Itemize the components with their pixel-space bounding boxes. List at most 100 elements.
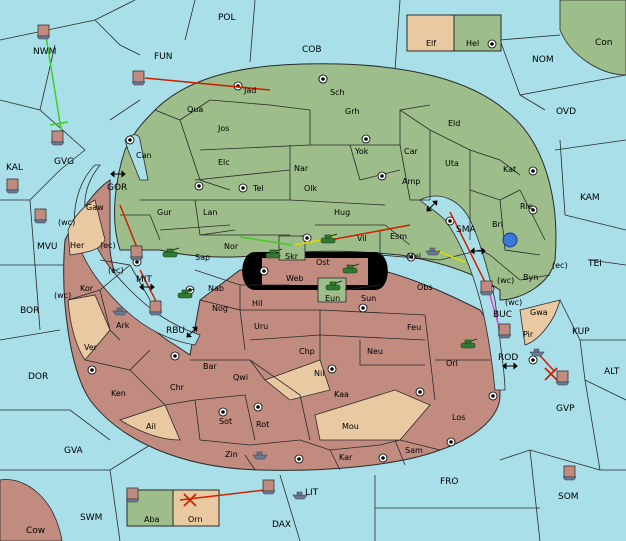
army-tank-icon[interactable] <box>320 233 338 244</box>
fleet-ship-icon[interactable] <box>425 247 441 256</box>
supply-center-icon <box>488 391 498 401</box>
label-tei: TEI <box>587 259 602 269</box>
army-tank-icon[interactable] <box>162 247 180 258</box>
label-gur: Gur <box>157 208 172 217</box>
unit-box-icon[interactable] <box>497 323 512 339</box>
supply-center-icon <box>294 454 304 464</box>
label-lan: Lan <box>203 208 217 217</box>
supply-center-icon <box>218 407 228 417</box>
order-arrow <box>144 77 271 91</box>
coast-tag: (wc) <box>497 276 514 285</box>
label-pir: Pir <box>523 330 534 339</box>
region-ver[interactable] <box>67 294 111 361</box>
fleet-ship-icon[interactable] <box>112 307 128 316</box>
label-jos: Jos <box>217 124 229 133</box>
unit-box-icon[interactable] <box>555 370 570 386</box>
supply-center-icon <box>233 81 243 91</box>
region-mou[interactable] <box>314 389 431 441</box>
units <box>5 24 577 503</box>
army-tank-icon[interactable] <box>342 263 360 274</box>
label-olk: Olk <box>304 184 318 193</box>
convoy-double-arrow-icon <box>470 247 486 255</box>
label-byn: Byn <box>523 273 538 282</box>
unit-box-icon[interactable] <box>36 24 51 40</box>
label-tel: Tel <box>252 184 264 193</box>
label-kar: Kar <box>339 453 353 462</box>
label-esm: Esm <box>390 232 407 241</box>
unit-box-icon[interactable] <box>125 487 140 503</box>
unit-box-icon[interactable] <box>261 479 276 495</box>
label-sma: SMA <box>456 225 476 235</box>
label-uru: Uru <box>254 322 268 331</box>
supply-center-icon <box>259 266 269 276</box>
unit-box-icon[interactable] <box>479 280 494 296</box>
label-rie: Rie <box>520 202 533 211</box>
skr-box[interactable] <box>278 235 306 261</box>
supply-center-icon <box>406 252 416 262</box>
unit-box-icon[interactable] <box>5 178 20 194</box>
coast-tag: (wc) <box>505 298 522 307</box>
cancel-x-icon <box>183 493 197 507</box>
label-feu: Feu <box>407 323 421 332</box>
unit-box-icon[interactable] <box>50 130 65 146</box>
order-arrow <box>449 211 489 289</box>
region-nil[interactable] <box>264 359 331 401</box>
label-som: SOM <box>558 492 579 502</box>
cancel-marks <box>183 367 558 507</box>
fleet-ship-icon[interactable] <box>292 491 308 500</box>
label-cob: COB <box>302 45 322 55</box>
label-can: Can <box>136 151 152 160</box>
supply-center-icon <box>194 181 204 191</box>
army-tank-icon[interactable] <box>460 338 478 349</box>
label-kor: Kor <box>80 284 94 293</box>
label-nwm: NWM <box>33 47 56 57</box>
order-arrow <box>239 236 293 246</box>
region-elf[interactable] <box>406 14 455 52</box>
fleet-marker[interactable] <box>502 232 518 248</box>
label-elf: Elf <box>426 39 436 48</box>
unit-box-icon[interactable] <box>131 70 146 86</box>
continent-green <box>114 63 557 301</box>
supply-center-icon <box>446 437 456 447</box>
region-ail[interactable] <box>119 404 181 441</box>
unit-box-icon[interactable] <box>562 465 577 481</box>
region-gwa[interactable] <box>519 299 561 346</box>
label-nil: Nil <box>314 369 324 378</box>
label-yok: Yok <box>354 147 369 156</box>
label-mvu: MVU <box>37 242 58 252</box>
coast-tag: (ec) <box>552 261 568 270</box>
unit-box-icon[interactable] <box>129 245 144 261</box>
label-nog: Nog <box>212 304 228 313</box>
label-amp: Amp <box>402 177 420 186</box>
cancel-x-icon <box>544 367 558 381</box>
army-tank-icon[interactable] <box>265 248 283 259</box>
army-tank-icon[interactable] <box>177 288 195 299</box>
unit-box-icon[interactable] <box>33 208 48 224</box>
fleet-ship-icon[interactable] <box>252 451 268 460</box>
label-sun: Sun <box>361 294 376 303</box>
supply-center-icon <box>253 402 263 412</box>
supply-center-icon <box>528 205 538 215</box>
coast-tag: (wc) <box>54 291 71 300</box>
coast-tag: (ec) <box>100 241 116 250</box>
label-rbu: RBU <box>166 326 185 336</box>
order-arrows <box>44 29 556 501</box>
label-bar: Bar <box>203 362 217 371</box>
label-skr: Skr <box>285 252 299 261</box>
army-tank-icon[interactable] <box>325 280 343 291</box>
label-hug: Hug <box>334 208 350 217</box>
region-her[interactable] <box>67 199 106 256</box>
label-fun: FUN <box>154 52 173 62</box>
supply-center-icon <box>378 453 388 463</box>
label-qwi: Qwi <box>233 373 248 382</box>
label-ark: Ark <box>116 321 130 330</box>
label-kup: KUP <box>572 327 590 337</box>
supply-center-icon <box>377 171 387 181</box>
label-hil: Hil <box>252 299 262 308</box>
unit-box-icon[interactable] <box>148 300 163 316</box>
convoy-double-arrow-icon <box>426 200 438 212</box>
fleet-ship-icon[interactable] <box>529 348 545 357</box>
